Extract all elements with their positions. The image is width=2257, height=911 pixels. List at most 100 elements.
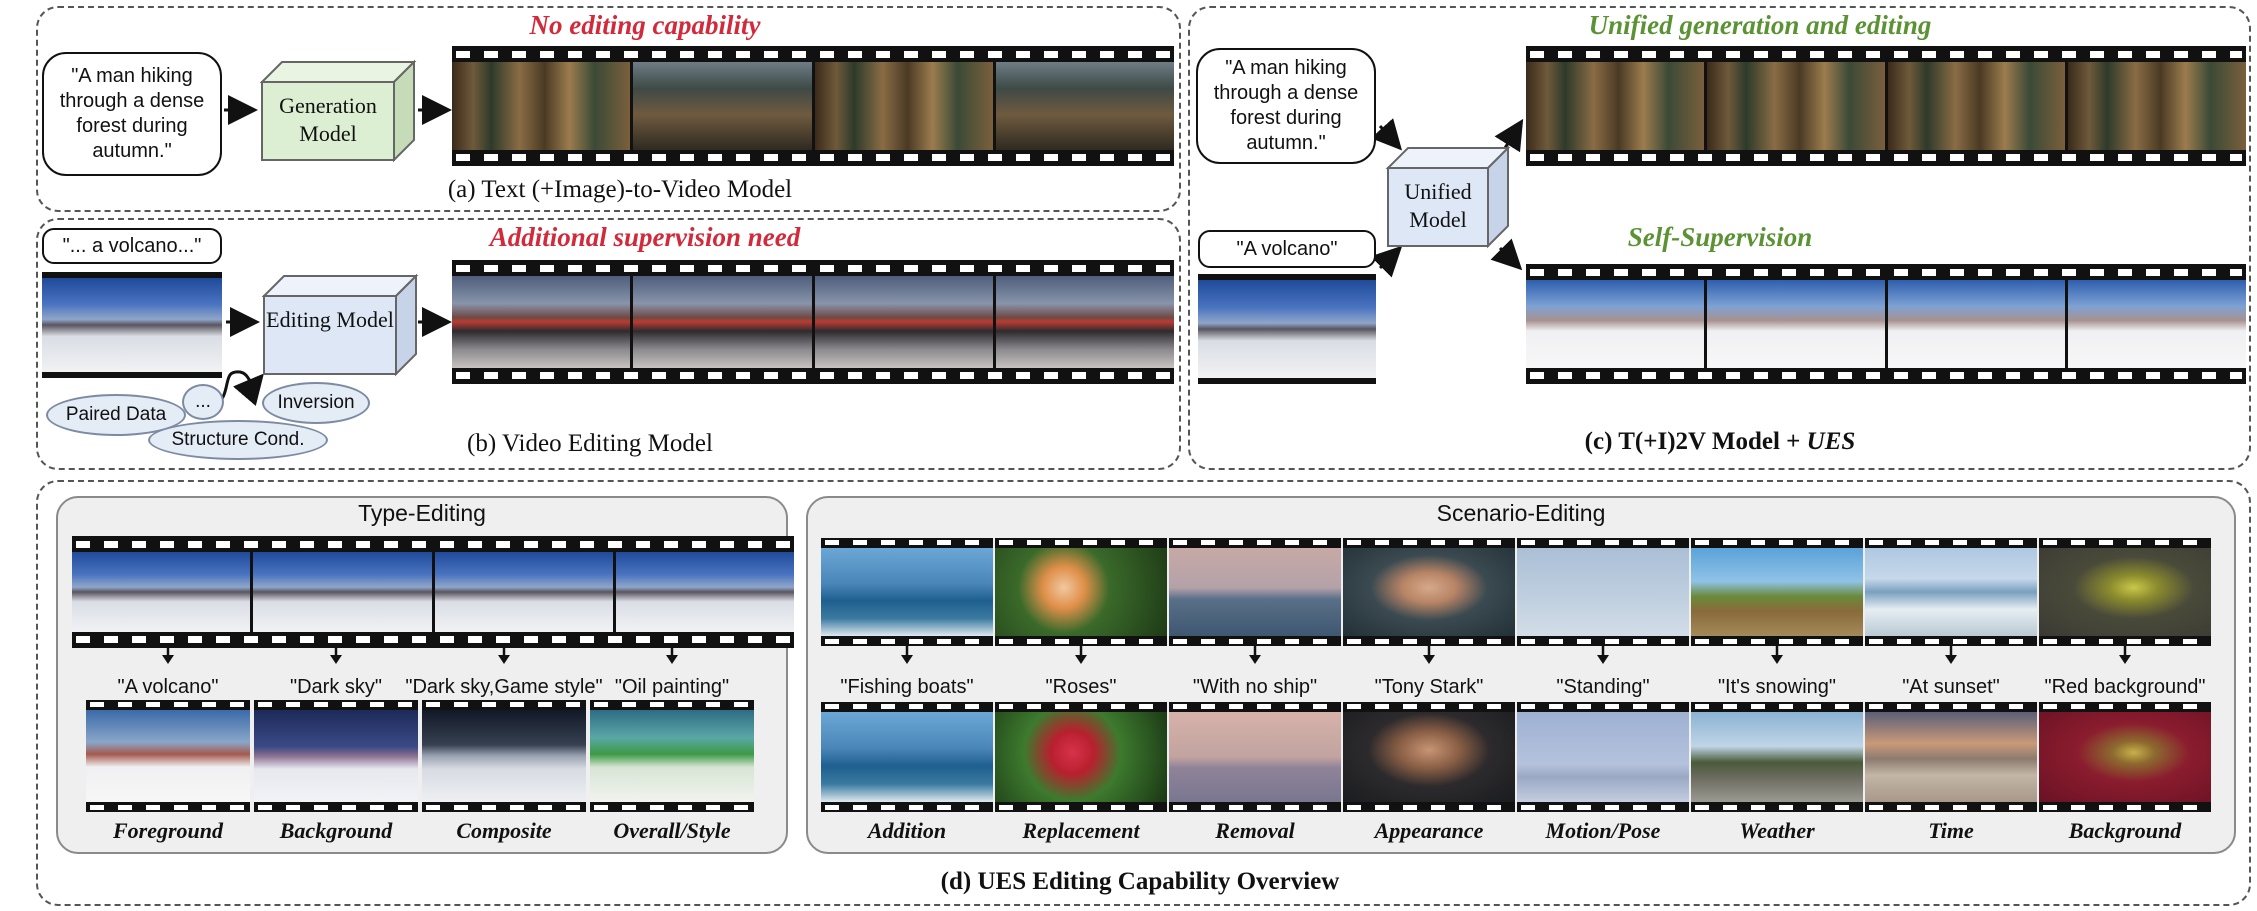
hand-drawn-arrow: [216, 370, 264, 406]
panel-c-headline-top: Unified generation and editing: [1588, 10, 1932, 40]
scenario-editing-prompt: "At sunset": [1902, 676, 2000, 698]
scenario-source-image: [1169, 538, 1341, 646]
type-editing-title: Type-Editing: [358, 500, 486, 526]
type-editing-prompt: "Dark sky,Game style": [405, 676, 603, 698]
video-frame: [633, 62, 812, 150]
type-editing-label: Background: [279, 818, 393, 843]
type-editing-result: [254, 700, 418, 812]
down-arrow-icon: [2119, 646, 2131, 664]
panel-c-source-image: [1198, 274, 1376, 384]
scenario-editing-prompt: "Tony Stark": [1374, 676, 1484, 698]
scenario-result-image: [1691, 702, 1863, 812]
video-frame: [1706, 280, 1885, 368]
video-frame: [434, 552, 613, 632]
panel-b-filmstrip: [452, 260, 1174, 384]
video-frame: [995, 62, 1174, 150]
type-editing-label: Foreground: [112, 818, 224, 843]
scenario-editing-prompt: "Red background": [2044, 676, 2206, 698]
video-frame: [1706, 62, 1885, 150]
scenario-result-image: [1517, 702, 1689, 812]
video-frame: [2068, 62, 2246, 150]
panel-b-caption: (b) Video Editing Model: [467, 430, 713, 457]
scenario-source-image: [1691, 538, 1863, 646]
video-frame: [72, 552, 251, 632]
scenario-source-image: [1517, 538, 1689, 646]
scenario-result-image: [2039, 702, 2211, 812]
type-editing-source-filmstrip: [72, 536, 794, 648]
scenario-editing-label: Replacement: [1022, 818, 1140, 843]
scenario-source-image: [1865, 538, 2037, 646]
video-frame: [452, 62, 631, 150]
panel-c-caption-em: UES: [1806, 428, 1856, 455]
panel-a-prompt-bubble: "A man hiking through a dense forest dur…: [42, 52, 222, 176]
scenario-editing-label: Motion/Pose: [1545, 818, 1661, 843]
type-editing-prompt: "A volcano": [117, 676, 219, 698]
arrow-c-model-to-bottom: [1490, 238, 1523, 271]
scenario-result-image: [995, 702, 1167, 812]
panel-a-caption: (a) Text (+Image)-to-Video Model: [447, 176, 793, 203]
editing-model-cube: [261, 273, 419, 377]
down-arrow-icon: [666, 646, 678, 664]
panel-a-filmstrip: [452, 46, 1174, 166]
panel-c-volcano-prompt: "A volcano": [1198, 230, 1376, 268]
scenario-editing-prompt: "It's snowing": [1717, 676, 1837, 698]
type-editing-label: Overall/Style: [613, 818, 731, 843]
arrow-c-volcano-to-model: [1370, 245, 1403, 278]
scenario-editing-label: Addition: [867, 818, 947, 843]
down-arrow-icon: [1249, 646, 1261, 664]
video-frame: [615, 552, 794, 632]
video-frame: [1526, 62, 1704, 150]
video-frame: [814, 62, 993, 150]
scenario-result-image: [1865, 702, 2037, 812]
video-frame: [995, 276, 1174, 368]
scenario-editing-label: Weather: [1739, 818, 1815, 843]
generation-model-cube: [259, 59, 417, 163]
unified-model-label: Unified Model: [1404, 179, 1472, 232]
scenario-result-image: [821, 702, 993, 812]
video-frame: [2068, 280, 2246, 368]
type-editing-prompt: "Dark sky": [290, 676, 382, 698]
down-arrow-icon: [1597, 646, 1609, 664]
type-editing-result: [422, 700, 586, 812]
scenario-editing-title: Scenario-Editing: [1436, 500, 1606, 526]
scenario-editing-prompt: "Roses": [1045, 676, 1117, 698]
down-arrow-icon: [901, 646, 913, 664]
panel-d-caption: (d) UES Editing Capability Overview: [940, 868, 1340, 895]
method-more: ...: [182, 384, 224, 420]
video-frame: [633, 276, 812, 368]
panel-d-frame: [36, 480, 2251, 906]
scenario-source-image: [2039, 538, 2211, 646]
scenario-editing-prompt: "Fishing boats": [840, 676, 974, 698]
video-frame: [814, 276, 993, 368]
down-arrow-icon: [1075, 646, 1087, 664]
panel-c-headline-bottom: Self-Supervision: [1627, 222, 1813, 252]
panel-c-bottom-filmstrip: [1526, 264, 2246, 384]
scenario-editing-label: Appearance: [1374, 818, 1484, 843]
panel-c-frame: [1188, 6, 2251, 470]
down-arrow-icon: [1771, 646, 1783, 664]
method-inversion: Inversion: [262, 382, 370, 424]
down-arrow-icon: [498, 646, 510, 664]
panel-b-prompt: "... a volcano...": [42, 228, 222, 264]
video-frame: [1887, 62, 2066, 150]
video-frame: [1526, 280, 1704, 368]
type-editing-label: Composite: [456, 818, 552, 843]
method-paired-data: Paired Data: [46, 394, 186, 436]
down-arrow-icon: [330, 646, 342, 664]
scenario-result-image: [1169, 702, 1341, 812]
scenario-editing-label: Background: [2068, 818, 2182, 843]
panel-c-top-filmstrip: [1526, 46, 2246, 166]
unified-model-cube: [1385, 145, 1511, 249]
panel-c-caption: (c) T(+I)2V Model + UES: [1460, 428, 1980, 456]
panel-b-frame: [36, 218, 1181, 470]
panel-c-prompt-bubble: "A man hiking through a dense forest dur…: [1196, 48, 1376, 164]
panel-b-headline: Additional supervision need: [489, 222, 801, 252]
editing-model-label: Editing Model: [266, 307, 394, 332]
scenario-source-image: [1343, 538, 1515, 646]
panel-b-source-image: [42, 272, 222, 378]
panel-c-caption-main: (c) T(+I)2V Model +: [1584, 428, 1807, 455]
scenario-source-image: [821, 538, 993, 646]
video-frame: [452, 276, 631, 368]
panel-a-headline: No editing capability: [529, 10, 761, 40]
